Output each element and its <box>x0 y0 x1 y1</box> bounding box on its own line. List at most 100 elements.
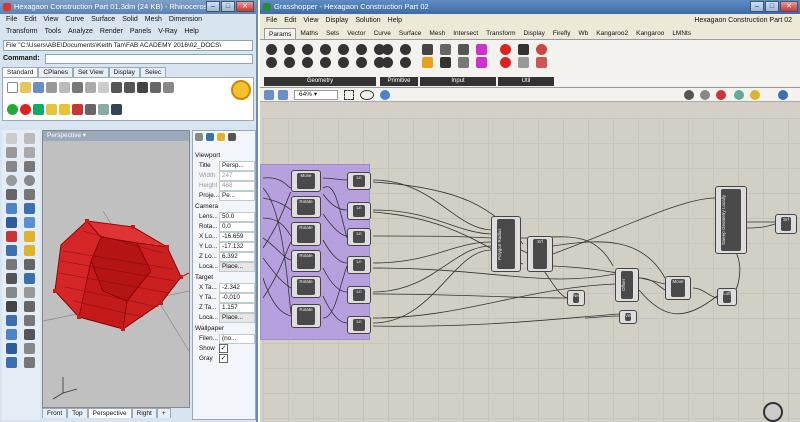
gh-tab-intersect[interactable]: Intersect <box>453 30 479 37</box>
param-vector-icon[interactable] <box>338 57 349 68</box>
shaded-preview-icon[interactable] <box>716 90 726 100</box>
move-icon[interactable] <box>6 287 17 298</box>
copy-icon[interactable] <box>85 82 96 93</box>
relay-icon[interactable] <box>518 57 529 68</box>
prop-filename-field[interactable]: (no... <box>219 334 255 344</box>
polyline-icon[interactable] <box>6 147 17 158</box>
rotate-icon[interactable] <box>6 301 17 312</box>
circle-icon[interactable] <box>6 175 17 186</box>
split-icon[interactable] <box>24 259 35 270</box>
save-file-icon[interactable] <box>264 90 274 100</box>
sphere-icon[interactable] <box>7 104 18 115</box>
rotate-component[interactable]: Rotate <box>291 304 321 328</box>
gh-tab-params[interactable]: Params <box>264 28 297 39</box>
save-icon[interactable] <box>33 82 44 93</box>
prop-z-location-field[interactable]: 6.392 <box>219 252 255 262</box>
zoom-select[interactable]: 64% ▾ <box>294 90 338 100</box>
line-component[interactable]: Ln <box>347 228 371 246</box>
value-list-icon[interactable] <box>440 57 451 68</box>
arc-icon[interactable] <box>6 189 17 200</box>
menu-vray[interactable]: V-Ray <box>158 28 178 35</box>
close-button[interactable]: ✕ <box>236 1 254 12</box>
prop-z-target-field[interactable]: 1.157 <box>219 303 255 313</box>
rotate-component[interactable]: Rotate <box>291 222 321 246</box>
eye-icon[interactable] <box>360 90 374 100</box>
view-tab-right[interactable]: Right <box>131 408 157 418</box>
explode-icon[interactable] <box>24 273 35 284</box>
render-icon[interactable] <box>20 104 31 115</box>
target-place-button[interactable]: Place... <box>219 313 255 323</box>
interp-curve-icon[interactable] <box>24 161 35 172</box>
param-brep-icon[interactable] <box>302 44 313 55</box>
display-icon[interactable] <box>217 133 225 141</box>
button-icon[interactable] <box>440 44 451 55</box>
menu-view[interactable]: View <box>43 16 59 23</box>
param-circle-icon[interactable] <box>320 44 331 55</box>
point-icon[interactable] <box>24 133 35 144</box>
gh-menu-solution[interactable]: Solution <box>355 17 381 24</box>
open-icon[interactable] <box>20 82 31 93</box>
vec-component[interactable]: Vec <box>619 310 637 324</box>
gh-tab-firefly[interactable]: Firefly <box>552 30 571 37</box>
gh-minimize-button[interactable]: – <box>750 1 764 12</box>
param-line-icon[interactable] <box>374 44 385 55</box>
tab-display[interactable]: Display <box>108 67 140 77</box>
zoom-extents-icon[interactable] <box>344 90 354 100</box>
param-plane-icon[interactable] <box>284 57 295 68</box>
gh-tab-maths[interactable]: Maths <box>300 30 319 37</box>
menu-dimension[interactable]: Dimension <box>168 16 202 23</box>
gh-maximize-button[interactable]: □ <box>765 1 779 12</box>
offset-component[interactable]: Offset <box>615 268 639 302</box>
util-group-label[interactable]: Util <box>498 77 554 86</box>
gh-tab-display[interactable]: Display <box>523 30 545 37</box>
viewport-label[interactable]: Perspective ▾ <box>43 131 189 141</box>
menu-surface[interactable]: Surface <box>91 16 116 23</box>
prop-x-target-field[interactable]: -2.342 <box>219 283 255 293</box>
select-icon[interactable] <box>6 133 17 144</box>
loft-component[interactable]: Loft <box>717 288 737 306</box>
material-icon[interactable] <box>72 104 83 115</box>
gh-tab-kangaroo2[interactable]: Kangaroo2 <box>596 30 629 37</box>
polygon-component[interactable]: Polygon Radius <box>491 216 521 272</box>
group-icon[interactable] <box>24 357 35 368</box>
undo-icon[interactable] <box>111 82 122 93</box>
chamfer-icon[interactable] <box>24 245 35 256</box>
prop-projection-select[interactable]: Pe... <box>219 191 255 201</box>
properties-icon[interactable] <box>98 104 109 115</box>
param-point-icon[interactable] <box>302 57 313 68</box>
rotate-component[interactable]: Rotate <box>291 196 321 218</box>
srf-component[interactable]: Srf <box>527 236 553 272</box>
menu-edit[interactable]: Edit <box>24 16 37 23</box>
surface-icon[interactable] <box>6 203 17 214</box>
layers-icon[interactable] <box>206 133 214 141</box>
gh-title-bar[interactable]: Grasshopper - Hexagaon Construction Part… <box>260 0 800 14</box>
gh-tab-wb[interactable]: Wb <box>578 30 589 37</box>
panel-icon[interactable] <box>422 57 433 68</box>
gh-tab-transform[interactable]: Transform <box>486 30 516 37</box>
array-icon[interactable] <box>24 315 35 326</box>
param-integer-icon[interactable] <box>382 57 393 68</box>
param-geometry-icon[interactable] <box>266 44 277 55</box>
output-component[interactable]: Srf <box>775 214 797 234</box>
param-box-icon[interactable] <box>284 44 295 55</box>
menu-render[interactable]: Render <box>99 28 123 35</box>
layer-icon[interactable] <box>85 104 96 115</box>
add-view-tab[interactable]: + <box>156 408 171 418</box>
curve-icon[interactable] <box>6 161 17 172</box>
maximize-button[interactable]: □ <box>221 1 235 12</box>
menu-analyze[interactable]: Analyze <box>67 28 93 35</box>
new-icon[interactable] <box>7 82 18 93</box>
rotate-component[interactable]: Rotate <box>291 276 321 298</box>
redo-icon[interactable] <box>124 82 135 93</box>
object-props-icon[interactable] <box>195 133 203 141</box>
arrow-icon[interactable] <box>518 44 529 55</box>
text-icon[interactable] <box>24 329 35 340</box>
preview-mesh-icon[interactable] <box>750 90 760 100</box>
box-icon[interactable] <box>6 217 17 228</box>
wireframe-preview-icon[interactable] <box>700 90 710 100</box>
selected-only-icon[interactable] <box>734 90 744 100</box>
cherry-pick-icon[interactable] <box>500 57 511 68</box>
light-icon[interactable] <box>46 104 57 115</box>
trim-icon[interactable] <box>6 259 17 270</box>
gh-tab-sets[interactable]: Sets <box>326 30 340 37</box>
